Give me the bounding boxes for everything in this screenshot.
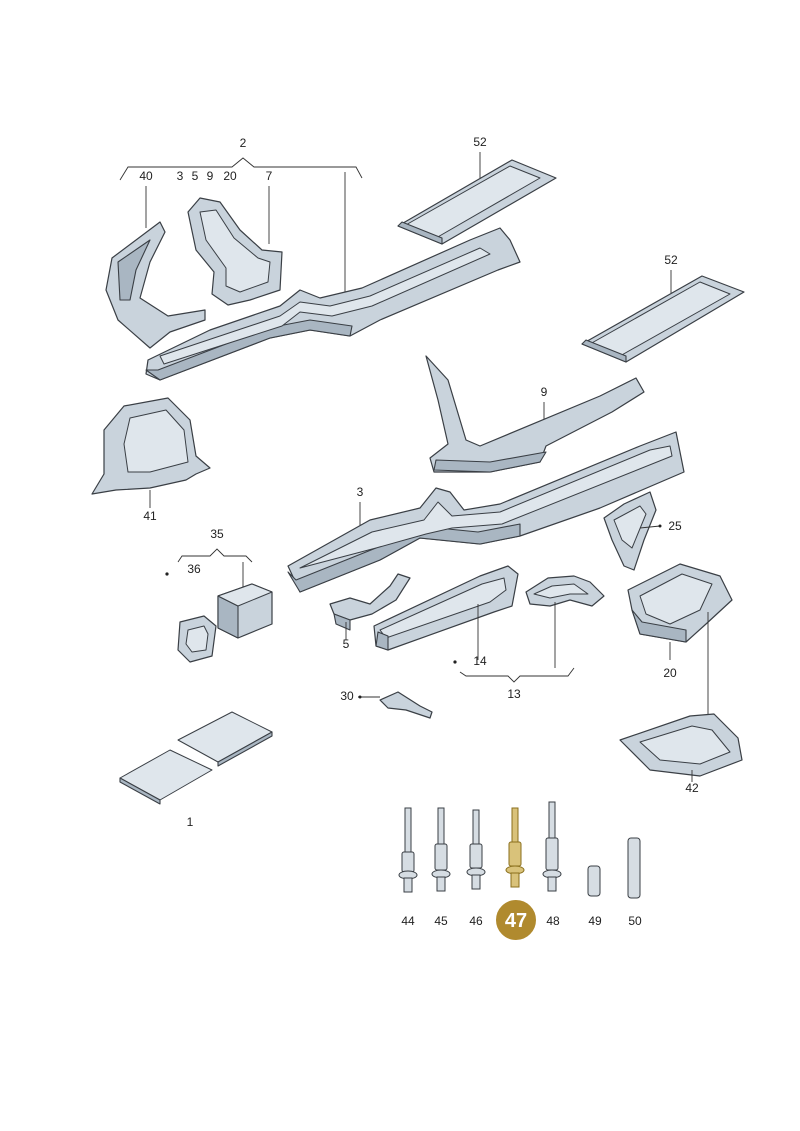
label-2: 2 [240,136,247,150]
label-47: 47 [505,910,527,932]
part-41-housing: 41 [91,397,211,523]
part-42-plate: 42 [619,713,743,795]
part-30-strip: 30 [340,689,433,719]
label-45: 45 [434,914,448,928]
label-36: 36 [187,562,201,576]
label-52-lower: 52 [664,253,678,267]
label-46: 46 [469,914,483,928]
part-3-longitudinal: 3 [287,431,685,593]
label-49: 49 [588,914,602,928]
label-20-group: 20 [223,169,237,183]
bolt-47-highlighted[interactable] [505,807,525,888]
label-44: 44 [401,914,415,928]
label-14: 14 [473,654,487,668]
bolts-row: 44 45 46 4 [398,801,642,928]
bolt-50: 50 [627,837,642,928]
label-9-group: 9 [207,169,214,183]
label-1: 1 [187,815,194,829]
bolt-45: 45 [431,807,451,928]
label-5: 5 [343,637,350,651]
part-14-rail [373,565,519,660]
label-48: 48 [546,914,560,928]
label-13: 13 [507,687,521,701]
part-1-mats: 1 [119,711,273,829]
part-20-crossmember: 20 [627,563,733,730]
label-41: 41 [143,509,157,523]
bolt-44: 44 [398,807,418,928]
part-9-member: 9 [425,355,645,473]
label-9: 9 [541,385,548,399]
group-35-bracket: 35 36 [165,527,253,592]
bolt-49: 49 [587,865,602,928]
part-40-wheel-arch [105,221,206,349]
label-5-group: 5 [192,169,199,183]
part-52-upper: 52 [397,135,557,245]
label-30: 30 [340,689,354,703]
group-2-bracket: 2 40 3 5 9 20 7 [119,136,363,298]
label-3-group: 3 [177,169,184,183]
callout-47[interactable]: 47 [494,898,538,942]
label-40: 40 [139,169,153,183]
label-3: 3 [357,485,364,499]
label-20: 20 [663,666,677,680]
part-2-sill [145,227,521,381]
label-25: 25 [668,519,682,533]
part-36-box [177,583,273,663]
label-52-upper: 52 [473,135,487,149]
part-13-assembly: 14 13 [453,575,605,701]
label-50: 50 [628,914,642,928]
label-42: 42 [685,781,699,795]
bolt-48: 48 [542,801,562,928]
label-35: 35 [210,527,224,541]
part-5-bracket: 5 [329,573,411,651]
part-7-panel [187,197,283,306]
part-25-bracket: 25 [603,491,682,571]
part-52-lower: 52 [581,253,745,363]
bolt-46: 46 [466,809,486,928]
label-7: 7 [266,169,273,183]
